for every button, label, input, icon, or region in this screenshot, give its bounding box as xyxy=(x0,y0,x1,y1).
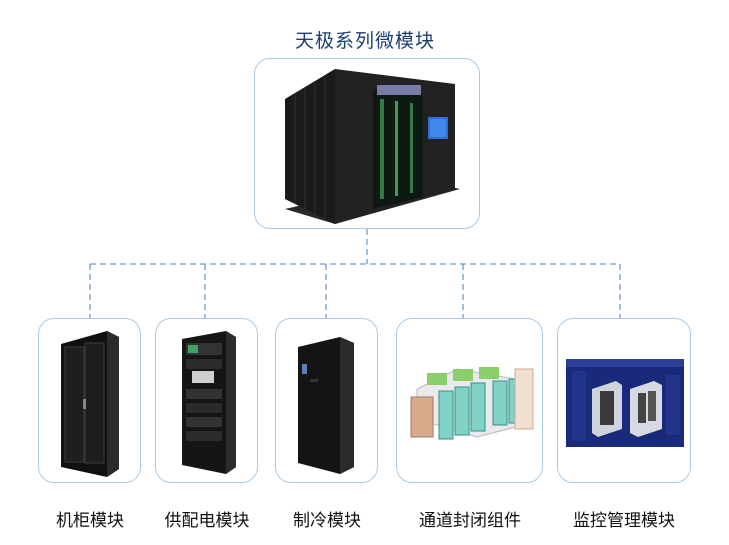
aisle-containment-icon xyxy=(410,367,534,440)
label-aisle-module: 通道封闭组件 xyxy=(419,511,521,531)
power-module-box xyxy=(155,318,258,483)
main-module-box xyxy=(254,58,480,229)
label-power-module: 供配电模块 xyxy=(164,511,250,531)
aisle-module-box xyxy=(396,318,543,483)
cooling-unit-icon xyxy=(298,337,354,474)
label-monitoring-module: 监控管理模块 xyxy=(573,511,675,531)
cabinet-module-box xyxy=(38,318,141,483)
cabinet-icon xyxy=(61,331,119,477)
label-cabinet-module: 机柜模块 xyxy=(56,511,124,531)
monitoring-screen-icon xyxy=(566,359,684,447)
monitoring-module-box xyxy=(557,318,691,483)
diagram-title: 天极系列微模块 xyxy=(294,30,435,52)
cooling-module-box xyxy=(275,318,378,483)
label-cooling-module: 制冷模块 xyxy=(293,511,361,531)
micro-module-image xyxy=(285,69,460,224)
power-distribution-icon xyxy=(182,331,236,474)
